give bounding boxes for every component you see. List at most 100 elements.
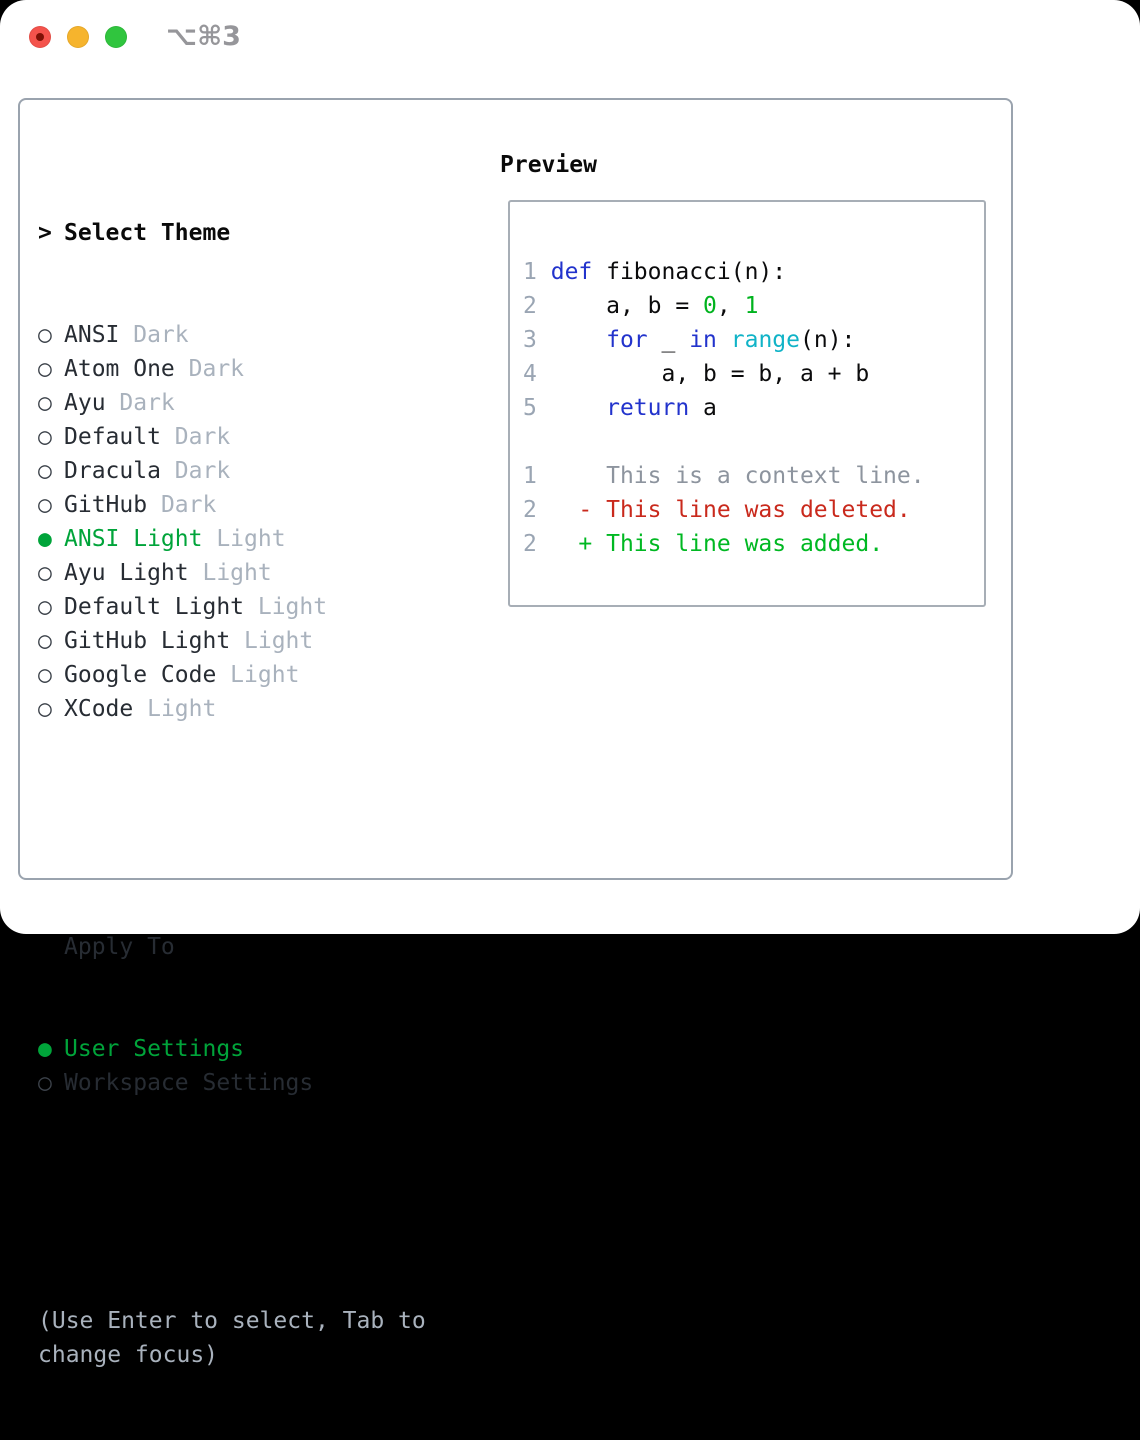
line-number: 2 [523,531,537,557]
code-token: a, b = b, a + b [536,361,870,387]
apply-option-user-settings[interactable]: ●User Settings [38,1032,458,1066]
code-token: , [716,293,745,319]
theme-option-google-code[interactable]: ○ Google Code Light [38,658,458,692]
theme-option-ansi[interactable]: ○ ANSI Dark [38,318,458,352]
code-token: + This line was added. [536,531,884,557]
code-token [717,327,731,353]
line-number: 4 [523,361,537,387]
line-number: 3 [523,327,537,353]
theme-option-label: ANSI [64,322,120,348]
apply-to-list: ●User Settings○Workspace Settings [38,1032,458,1100]
variant-tag: Light [244,594,328,620]
line-number: 5 [523,395,537,421]
radio-icon: ○ [38,356,52,382]
main-panel: >Select Theme ○ANSI Dark○Atom One Dark○A… [18,98,1013,1368]
radio-icon: ○ [38,1070,52,1096]
close-button[interactable] [29,26,51,48]
radio-icon: ○ [38,594,52,620]
radio-icon: ○ [38,458,52,484]
code-line: 5 return a [523,391,984,425]
apply-to-spacer [38,930,64,964]
code-line: 2 a, b = 0, 1 [523,289,984,323]
apply-to-section: Apply To ●User Settings○Workspace Settin… [38,862,458,1168]
radio-icon: ○ [38,322,52,348]
code-line: 3 for _ in range(n): [523,323,984,357]
theme-option-label: XCode [64,696,134,722]
theme-option-default[interactable]: ○Default Dark [38,420,458,454]
line-number: 1 [523,463,537,489]
code-token: 1 [744,293,759,319]
focus-caret-icon: > [38,220,52,246]
code-token: - This line was deleted. [536,497,911,523]
select-theme-header: > Select Theme [38,216,458,250]
theme-option-ansi-light[interactable]: ●ANSI Light Light [38,522,458,556]
theme-option-github-light[interactable]: ○ GitHub Light Light [38,624,458,658]
variant-tag: Dark [174,356,245,382]
code-token: range [730,327,801,353]
line-number: 1 [523,259,537,285]
maximize-button[interactable] [105,26,127,48]
theme-option-label: Google Code [64,662,217,688]
theme-option-dracula[interactable]: ○ Dracula Dark [38,454,458,488]
radio-icon: ○ [38,424,52,450]
code-line [523,221,984,255]
code-token: (n): [800,327,856,353]
variant-tag: Dark [119,322,189,348]
line-number: 2 [523,293,537,319]
code-token: a [689,395,717,421]
code-token: in [689,327,717,353]
variant-tag: Dark [160,458,231,484]
variant-tag: Light [188,560,272,586]
window-titlebar: ⌥⌘3 [29,21,241,52]
code-token: a, b = [536,293,704,319]
theme-option-default-light[interactable]: ○ Default Light Light [38,590,458,624]
preview-title: Preview [500,152,597,178]
theme-option-label: Dracula [64,458,161,484]
code-line: 2 - This line was deleted. [523,493,984,527]
code-token: fibonacci(n): [592,259,787,285]
variant-tag: Dark [147,492,217,518]
code-line: 1 def fibonacci(n): [523,255,984,289]
apply-to-header: Apply To [38,930,458,964]
code-token: for [606,327,648,353]
theme-option-label: ANSI Light [64,526,203,552]
theme-option-label: Default Light [64,594,245,620]
theme-list: ○ANSI Dark○Atom One Dark○Ayu Dark○Defaul… [38,318,458,726]
theme-option-ayu-light[interactable]: ○Ayu Light Light [38,556,458,590]
code-line [523,425,984,459]
theme-option-github[interactable]: ○ GitHub Dark [38,488,458,522]
code-token: def [550,259,593,285]
theme-option-atom-one[interactable]: ○ Atom One Dark [38,352,458,386]
variant-tag: Dark [105,390,175,416]
theme-option-label: Default [64,424,161,450]
variant-tag: Light [202,526,286,552]
code-token: This is a context line. [536,463,925,489]
radio-icon: ○ [38,560,52,586]
code-line: 1 This is a context line. [523,459,984,493]
radio-icon: ○ [38,628,52,654]
radio-icon: ○ [38,492,52,518]
apply-option-workspace-settings[interactable]: ○Workspace Settings [38,1066,458,1100]
variant-tag: Light [133,696,217,722]
code-token [537,259,551,285]
theme-option-label: Atom One [64,356,175,382]
line-number: 2 [523,497,537,523]
theme-option-xcode[interactable]: ○ XCode Light [38,692,458,726]
select-theme-title: Select Theme [64,220,231,246]
theme-option-label: Ayu [64,390,106,416]
theme-option-label: GitHub [64,492,148,518]
radio-icon: ○ [38,662,52,688]
variant-tag: Light [230,628,314,654]
variant-tag: Light [216,662,300,688]
code-line: 4 a, b = b, a + b [523,357,984,391]
theme-option-ayu[interactable]: ○Ayu Dark [38,386,458,420]
radio-icon: ○ [38,696,52,722]
terminal-window: ⌥⌘3 > Select Theme ○ ANSI Dark ○ Atom One Da… [0,0,1140,1368]
code-token [537,395,606,421]
minimize-button[interactable] [67,26,89,48]
theme-option-label: GitHub Light [64,628,231,654]
code-token [537,327,606,353]
keyboard-hint: (Use Enter to select, Tab to change focu… [38,1308,426,1368]
window-title: ⌥⌘3 [166,21,241,52]
